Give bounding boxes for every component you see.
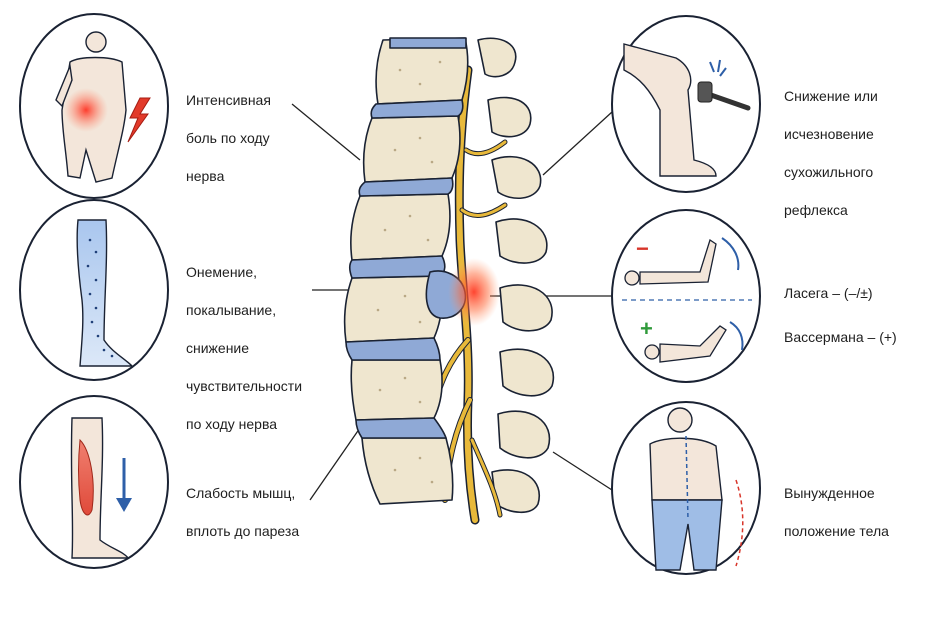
connector-pain (291, 103, 361, 161)
connector-posture (552, 451, 613, 491)
numbness-dots (86, 238, 114, 358)
label-posture-line: положение тела (784, 523, 889, 539)
knee-leg (623, 43, 717, 177)
label-weakness-line: Слабость мышц, (186, 485, 296, 501)
label-reflex-line: Снижение или (784, 88, 878, 104)
label-reflex-line: рефлекса (784, 202, 848, 218)
label-reflex-line: сухожильного (784, 164, 874, 180)
lasegue-arrow (721, 237, 740, 271)
label-numbness-line: чувствительности (186, 378, 303, 394)
label-pain-line: боль по ходу (186, 130, 270, 146)
connector-lines (291, 103, 613, 501)
label-weakness-line: вплоть до пареза (186, 523, 300, 539)
minus-sign: − (636, 236, 649, 261)
bone-texture (376, 60, 442, 484)
label-lasegue: Ласега – (–/±) (784, 285, 873, 301)
numbness-figure-circle (19, 199, 169, 381)
label-wassermann: Вассермана – (+) (784, 329, 897, 345)
lasegue-figure (624, 238, 717, 286)
posture-figure-circle (611, 401, 761, 575)
label-pain-line: нерва (186, 168, 225, 184)
calf-muscle (78, 438, 94, 516)
spine-illustration (343, 37, 555, 525)
label-posture: Вынужденное положение тела (784, 465, 924, 560)
numb-leg (76, 219, 134, 367)
wassermann-figure (644, 325, 727, 363)
spine-line (685, 435, 689, 521)
intervertebral-discs (345, 37, 467, 439)
label-tension-tests: Ласега – (–/±) Вассермана – (+) (784, 265, 934, 372)
label-posture-line: Вынужденное (784, 485, 875, 501)
wassermann-arrow (729, 321, 744, 351)
pain-figure-circle (19, 13, 169, 199)
plus-sign: + (640, 316, 653, 341)
reflex-figure-circle (611, 15, 761, 193)
connector-reflex (542, 111, 613, 176)
weakness-figure-circle (19, 395, 169, 569)
label-pain: Интенсивная боль по ходу нерва (186, 72, 316, 205)
label-numbness-line: снижение (186, 340, 250, 356)
hip-pain-glow (64, 88, 108, 132)
label-numbness-line: Онемение, (186, 264, 258, 280)
label-reflex: Снижение или исчезновение сухожильного р… (784, 68, 914, 239)
reflex-hammer-icon (697, 59, 751, 111)
curvature-line (735, 479, 744, 567)
spinous-processes (477, 37, 555, 514)
lightning-bolt-icon (127, 97, 151, 143)
compression-pain-glow (448, 258, 500, 326)
label-numbness-line: по ходу нерва (186, 416, 278, 432)
label-weakness: Слабость мышц, вплоть до пареза (186, 465, 336, 560)
label-reflex-line: исчезновение (784, 126, 874, 142)
down-arrow-icon (116, 458, 132, 512)
label-pain-line: Интенсивная (186, 92, 271, 108)
back-posture-figure (649, 407, 723, 571)
connector-weakness (309, 424, 363, 501)
tension-test-circle: − + (611, 209, 761, 383)
label-numbness: Онемение, покалывание, снижение чувствит… (186, 244, 326, 453)
label-numbness-line: покалывание, (186, 302, 277, 318)
